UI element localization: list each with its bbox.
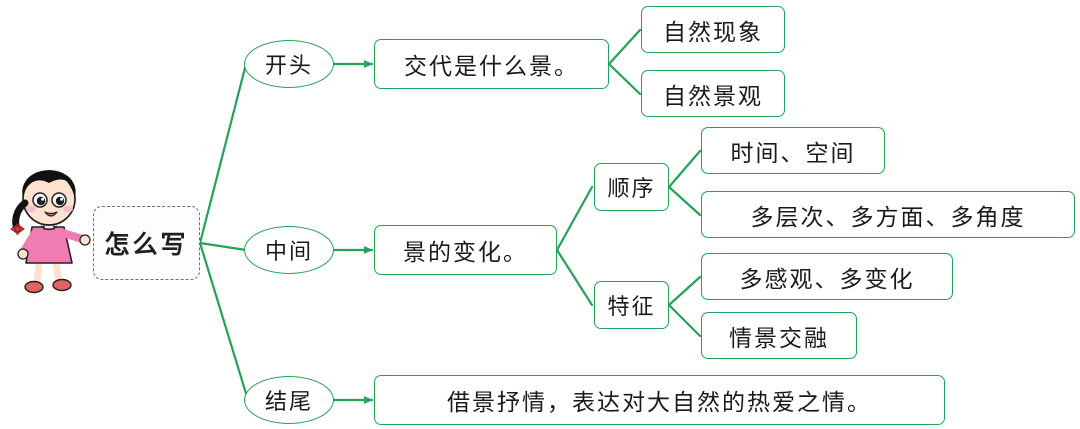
leaf-node-ziran-xianxiang[interactable]: 自然现象 [641,6,785,53]
detail-label-jiewei: 借景抒情，表达对大自然的热爱之情。 [447,390,872,415]
leaf-node-duoganguan[interactable]: 多感观、多变化 [701,253,953,300]
cartoon-girl-illustration [6,155,94,300]
root-node-label: 怎么写 [104,232,189,259]
detail-node-kaitou[interactable]: 交代是什么景。 [374,39,609,89]
group-label-tezheng: 特征 [607,294,656,319]
detail-label-kaitou: 交代是什么景。 [404,54,579,79]
edge-fork-tezheng [555,248,594,307]
edge-fork-zirnajingguan [607,62,642,96]
group-node-tezheng[interactable]: 特征 [594,281,669,329]
edge-shunxu-shijian [667,149,702,189]
branch-label-jiewei: 结尾 [264,389,313,414]
detail-node-zhongjian[interactable]: 景的变化。 [374,225,557,275]
edge-root-kaitou [198,62,248,245]
leaf-label-ziran-jingguan: 自然景观 [663,83,763,109]
leaf-label-ziran-xianxiang: 自然现象 [663,19,763,45]
detail-label-zhongjian: 景的变化。 [403,240,528,265]
edge-fork-shunxu [555,185,594,252]
branch-node-kaitou[interactable]: 开头 [244,40,334,88]
leaf-node-ziran-jingguan[interactable]: 自然景观 [641,70,785,117]
leaf-label-shijian-kongjian: 时间、空间 [730,140,856,166]
leaf-node-duocengci[interactable]: 多层次、多方面、多角度 [701,191,1075,238]
edge-fork-ziranxianxiang [607,28,642,66]
leaf-label-duoganguan: 多感观、多变化 [739,266,915,292]
branch-label-zhongjian: 中间 [264,239,313,264]
leaf-node-shijian-kongjian[interactable]: 时间、空间 [701,127,885,174]
edge-root-zhongjian [198,241,248,252]
branch-node-jiewei[interactable]: 结尾 [244,376,334,424]
group-node-shunxu[interactable]: 顺序 [594,163,669,211]
edge-tezheng-duoganguan [667,275,702,307]
group-label-shunxu: 顺序 [607,176,656,201]
edge-root-jiewei [198,241,250,402]
leaf-node-qingjing-jiaorong[interactable]: 情景交融 [701,312,857,359]
edge-tezheng-qingjing [667,303,702,338]
leaf-label-duocengci: 多层次、多方面、多角度 [750,204,1026,230]
edge-shunxu-duocengci [667,185,702,217]
leaf-label-qingjing-jiaorong: 情景交融 [729,325,829,351]
detail-node-jiewei[interactable]: 借景抒情，表达对大自然的热爱之情。 [374,375,945,425]
branch-label-kaitou: 开头 [264,53,313,78]
branch-node-zhongjian[interactable]: 中间 [244,226,334,274]
girl-svg [10,170,91,294]
root-node-how-to-write[interactable]: 怎么写 [93,206,200,280]
